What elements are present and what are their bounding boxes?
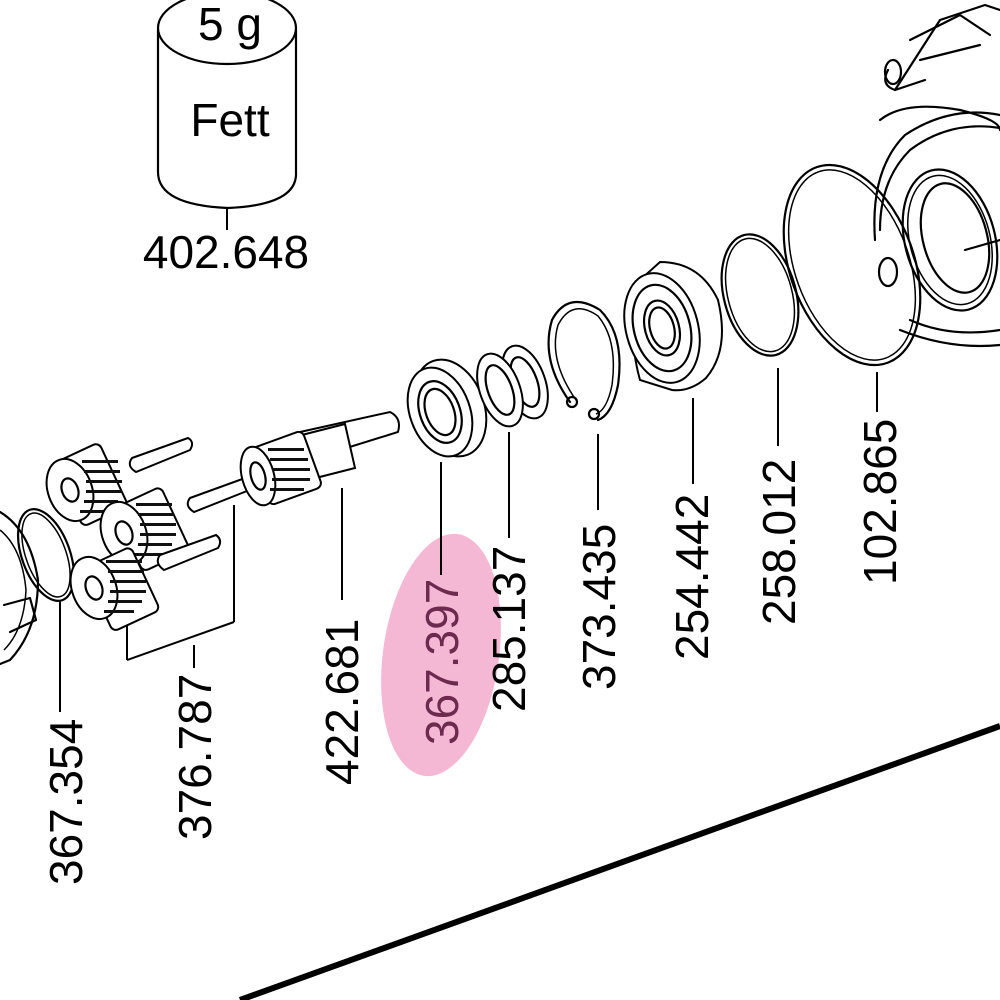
part-label-367354[interactable]: 367.354 — [40, 719, 92, 885]
oring-367354[interactable] — [7, 502, 85, 609]
grease-amount-label: 5 g — [198, 0, 262, 50]
highlight-367397 — [381, 533, 501, 777]
washers-285137[interactable] — [468, 339, 557, 432]
pin-2[interactable] — [186, 476, 251, 514]
part-label-254442[interactable]: 254.442 — [666, 494, 718, 660]
part-label-422681[interactable]: 422.681 — [316, 619, 368, 785]
oring-258012[interactable] — [709, 226, 811, 364]
grease-substance-label: Fett — [190, 94, 269, 146]
left-housing — [0, 510, 40, 666]
pin-3[interactable] — [156, 533, 222, 572]
main-housing[interactable] — [873, 3, 1000, 348]
part-label-376787[interactable]: 376.787 — [169, 674, 221, 840]
pin-1[interactable] — [128, 436, 194, 474]
baseline-diagonal — [238, 723, 1000, 1000]
ball-bearing-367397[interactable] — [396, 349, 499, 466]
part-label-367397[interactable]: 367.397 — [416, 579, 468, 745]
part-label-373435[interactable]: 373.435 — [573, 524, 625, 690]
part-label-258012[interactable]: 258.012 — [753, 459, 805, 625]
part-label-102865[interactable]: 102.865 — [854, 419, 906, 585]
circlip-373435[interactable] — [547, 300, 621, 422]
planet-gear-3[interactable] — [62, 546, 160, 631]
pinion-shaft-422681[interactable] — [235, 410, 400, 509]
leader-376787 — [126, 505, 235, 668]
ball-bearing-254442[interactable] — [613, 260, 723, 392]
part-label-402648[interactable]: 402.648 — [143, 226, 309, 278]
part-label-285137[interactable]: 285.137 — [483, 546, 535, 712]
grease-container[interactable]: 5 g Fett — [156, 0, 298, 210]
